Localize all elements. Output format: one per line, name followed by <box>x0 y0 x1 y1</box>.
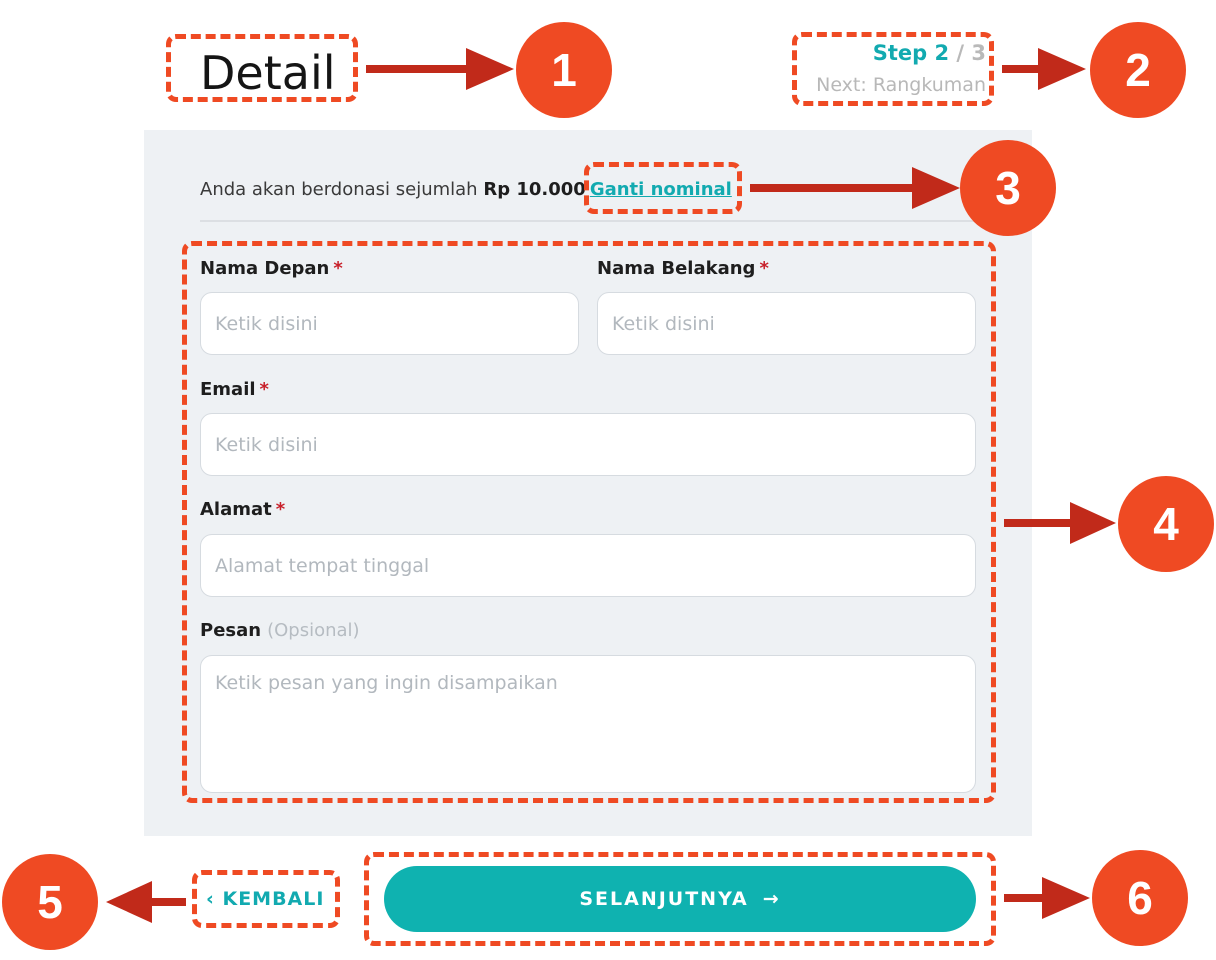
divider <box>200 220 976 222</box>
required-mark: * <box>259 379 269 400</box>
step-counter: Step 2 / 3 <box>800 38 986 68</box>
first-name-label-text: Nama Depan <box>200 258 330 279</box>
annotation-box-back <box>192 870 340 928</box>
last-name-input[interactable] <box>597 292 976 355</box>
annotation-badge-1: 1 <box>516 22 612 118</box>
annotation-badge-6: 6 <box>1092 850 1188 946</box>
email-label-text: Email <box>200 379 256 400</box>
required-mark: * <box>275 499 286 520</box>
email-input[interactable] <box>200 413 976 476</box>
page-title: Detail <box>200 46 336 100</box>
donation-intro-text: Anda akan berdonasi sejumlah <box>200 179 484 200</box>
arrow-right-icon: → <box>762 888 781 910</box>
donation-amount: Rp 10.000 <box>483 179 586 200</box>
annotation-badge-5: 5 <box>2 854 98 950</box>
arrow-6-shaft <box>1004 894 1046 902</box>
annotation-badge-3: 3 <box>960 140 1056 236</box>
arrow-2-shaft <box>1002 65 1042 73</box>
annotation-badge-2: 2 <box>1090 22 1186 118</box>
address-label-text: Alamat <box>200 499 272 520</box>
step-total: / 3 <box>949 41 986 65</box>
step-indicator: Step 2 / 3 Next: Rangkuman <box>800 38 986 100</box>
step-current: Step 2 <box>872 41 950 65</box>
arrow-5-head <box>106 881 152 923</box>
change-amount-link[interactable]: Ganti nominal <box>589 179 732 200</box>
message-label: Pesan(Opsional) <box>200 618 360 644</box>
required-mark: * <box>759 258 769 279</box>
email-label: Email* <box>200 377 269 403</box>
arrow-4-head <box>1070 502 1116 544</box>
arrow-1-shaft <box>366 65 470 73</box>
optional-mark: (Opsional) <box>267 620 360 641</box>
next-button-label: SELANJUTNYA <box>579 888 749 910</box>
back-button[interactable]: ‹ KEMBALI <box>206 884 324 914</box>
arrow-5-shaft <box>150 898 186 906</box>
arrow-2-head <box>1038 48 1086 90</box>
chevron-left-icon: ‹ <box>206 888 215 910</box>
message-label-text: Pesan <box>200 620 262 641</box>
arrow-4-shaft <box>1004 519 1074 527</box>
annotation-badge-4: 4 <box>1118 476 1214 572</box>
address-input[interactable] <box>200 534 976 597</box>
annotation-box-link <box>584 162 742 214</box>
annotation-box-form <box>182 241 996 803</box>
first-name-input[interactable] <box>200 292 579 355</box>
last-name-label-text: Nama Belakang <box>597 258 756 279</box>
address-label: Alamat* <box>200 497 285 523</box>
arrow-3-head <box>912 167 960 209</box>
arrow-6-head <box>1042 877 1090 919</box>
required-mark: * <box>333 258 343 279</box>
first-name-label: Nama Depan* <box>200 256 343 282</box>
annotation-box-step <box>792 32 994 106</box>
next-button[interactable]: SELANJUTNYA → <box>384 866 976 932</box>
arrow-1-head <box>466 48 514 90</box>
last-name-label: Nama Belakang* <box>597 256 769 282</box>
arrow-3-shaft <box>750 184 916 192</box>
next-step-label: Next: Rangkuman <box>816 74 986 96</box>
annotation-box-title <box>166 34 358 102</box>
message-textarea[interactable] <box>200 655 976 793</box>
annotation-box-next <box>364 852 996 946</box>
back-button-label: KEMBALI <box>222 888 325 910</box>
